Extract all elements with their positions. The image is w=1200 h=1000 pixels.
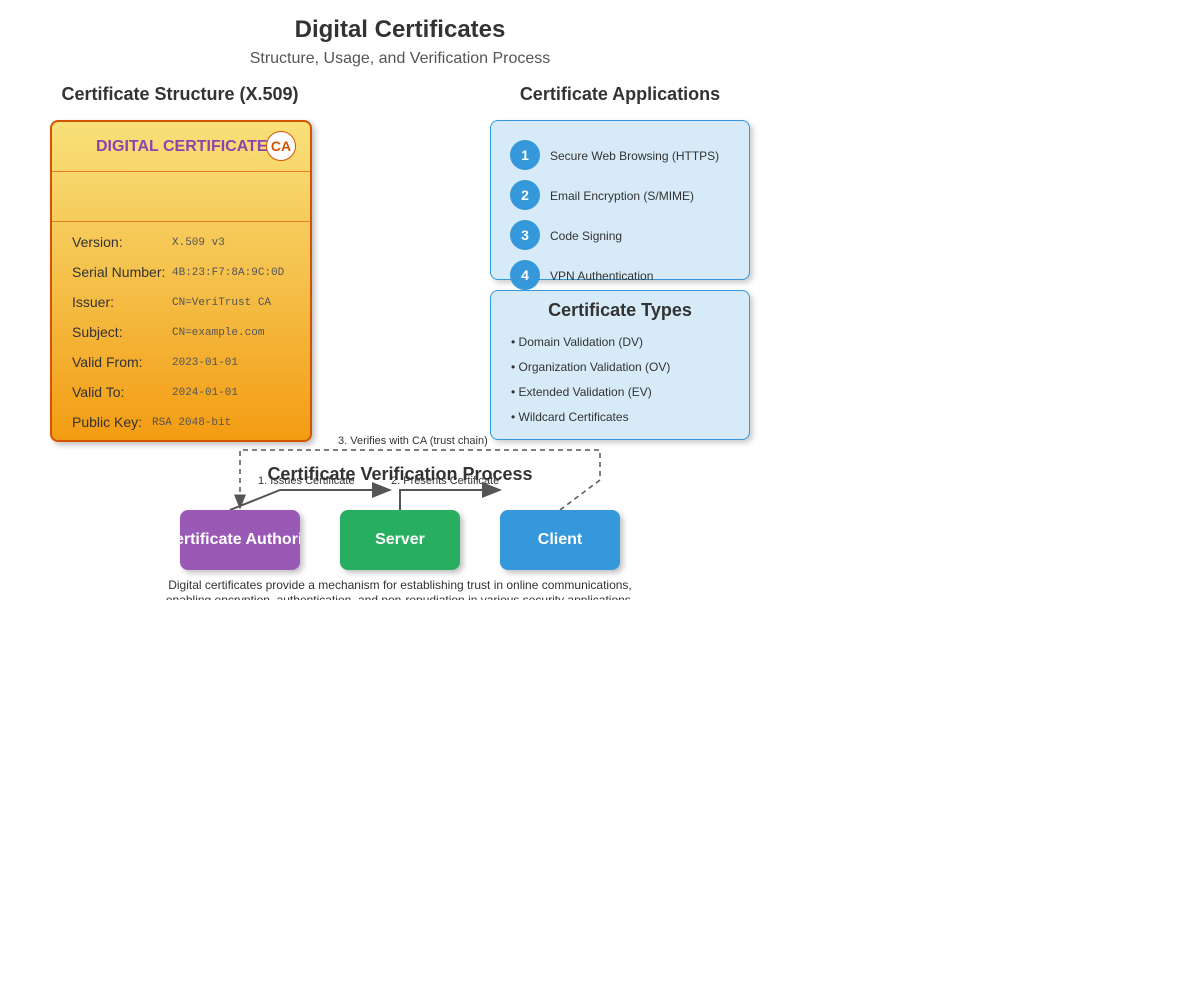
step-label-presents: 2. Presents Certificate xyxy=(391,475,500,487)
type-item-dv: • Domain Validation (DV) xyxy=(511,335,644,349)
arrow-presents xyxy=(399,482,502,510)
step-label-issues: 1. Issues Certificate xyxy=(258,475,355,487)
application-number-3: 3 xyxy=(510,220,540,250)
ca-seal-icon: CA xyxy=(266,131,296,161)
applications-section-title: Certificate Applications xyxy=(519,84,721,104)
page-title: Digital Certificates xyxy=(294,16,506,43)
application-number-1: 1 xyxy=(510,140,540,170)
certificate-card: DIGITAL CERTIFICATE CA Version: X.509 v3… xyxy=(50,120,312,442)
application-label-4: VPN Authentication xyxy=(550,269,654,283)
footnote-text: Digital certificates provide a mechanism… xyxy=(165,578,635,600)
arrow-verifies xyxy=(234,449,601,511)
page-subtitle: Structure, Usage, and Verification Proce… xyxy=(249,50,551,67)
actor-certificate-authority: Certificate Authority xyxy=(180,510,300,570)
application-number-4: 4 xyxy=(510,260,540,290)
field-value-serial: 4B:23:F7:8A:9C:0D xyxy=(172,267,285,279)
verification-section-title: Certificate Verification Process xyxy=(267,464,533,484)
application-label-2: Email Encryption (S/MIME) xyxy=(550,189,695,203)
actor-label-ca: Certificate Authority xyxy=(180,531,300,548)
field-value-version: X.509 v3 xyxy=(172,237,225,249)
actor-server: Server xyxy=(340,510,460,570)
field-value-subject: CN=example.com xyxy=(172,327,265,339)
field-label-version: Version: xyxy=(72,234,123,250)
type-item-ev: • Extended Validation (EV) xyxy=(511,385,652,399)
arrow-issues xyxy=(229,482,392,511)
type-item-ov: • Organization Validation (OV) xyxy=(511,360,671,374)
type-item-wildcard: • Wildcard Certificates xyxy=(511,410,629,424)
certificate-heading: DIGITAL CERTIFICATE xyxy=(96,138,268,155)
application-number-2: 2 xyxy=(510,180,540,210)
field-label-serial: Serial Number: xyxy=(72,264,166,280)
actor-client: Client xyxy=(500,510,620,570)
certificate-band xyxy=(52,172,310,222)
verification-arrows xyxy=(229,449,601,511)
field-value-issuer: CN=VeriTrust CA xyxy=(172,297,272,309)
field-label-valid-to: Valid To: xyxy=(72,384,125,400)
field-value-public-key: RSA 2048-bit xyxy=(152,417,232,429)
types-section-title: Certificate Types xyxy=(548,300,692,320)
field-label-issuer: Issuer: xyxy=(72,294,115,310)
certificate-header: DIGITAL CERTIFICATE CA xyxy=(52,122,310,172)
step-label-verifies: 3. Verifies with CA (trust chain) xyxy=(338,435,488,447)
field-value-valid-from: 2023-01-01 xyxy=(172,357,239,369)
field-label-valid-from: Valid From: xyxy=(72,354,143,370)
types-box: Certificate Types • Domain Validation (D… xyxy=(490,290,750,440)
structure-section-title: Certificate Structure (X.509) xyxy=(61,84,299,104)
application-label-3: Code Signing xyxy=(550,229,623,243)
field-label-subject: Subject: xyxy=(72,324,123,340)
field-label-public-key: Public Key: xyxy=(72,414,143,430)
field-value-valid-to: 2024-01-01 xyxy=(172,387,239,399)
application-label-1: Secure Web Browsing (HTTPS) xyxy=(550,149,720,163)
actor-label-client: Client xyxy=(537,531,583,548)
actor-label-server: Server xyxy=(375,531,425,548)
